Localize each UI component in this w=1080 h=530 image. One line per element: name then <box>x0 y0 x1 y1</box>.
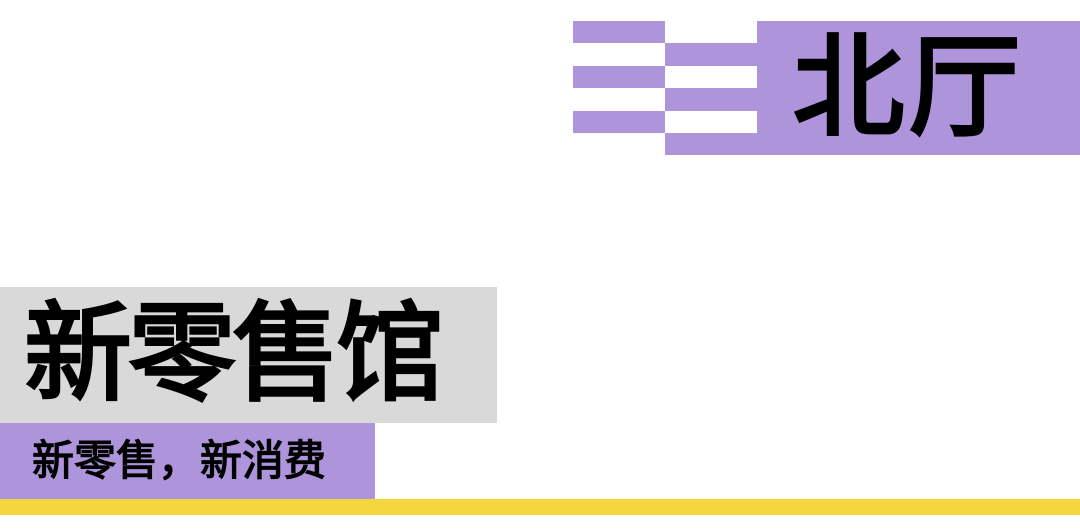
stripe-left-3 <box>573 111 665 133</box>
stripe-left-1 <box>573 21 665 43</box>
hall-label-box: 北厅 <box>757 21 1080 155</box>
stripe-right-3 <box>665 133 757 155</box>
subtitle: 新零售，新消费 <box>32 436 327 485</box>
page-title: 新零售馆 <box>24 292 444 417</box>
title-box: 新零售馆 <box>0 287 497 423</box>
subtitle-box: 新零售，新消费 <box>0 423 375 499</box>
yellow-divider <box>0 499 1080 515</box>
stripe-right-1 <box>665 43 757 66</box>
stripe-right-2 <box>665 88 757 111</box>
stripe-left-2 <box>573 66 665 88</box>
hall-label: 北厅 <box>792 23 1025 153</box>
